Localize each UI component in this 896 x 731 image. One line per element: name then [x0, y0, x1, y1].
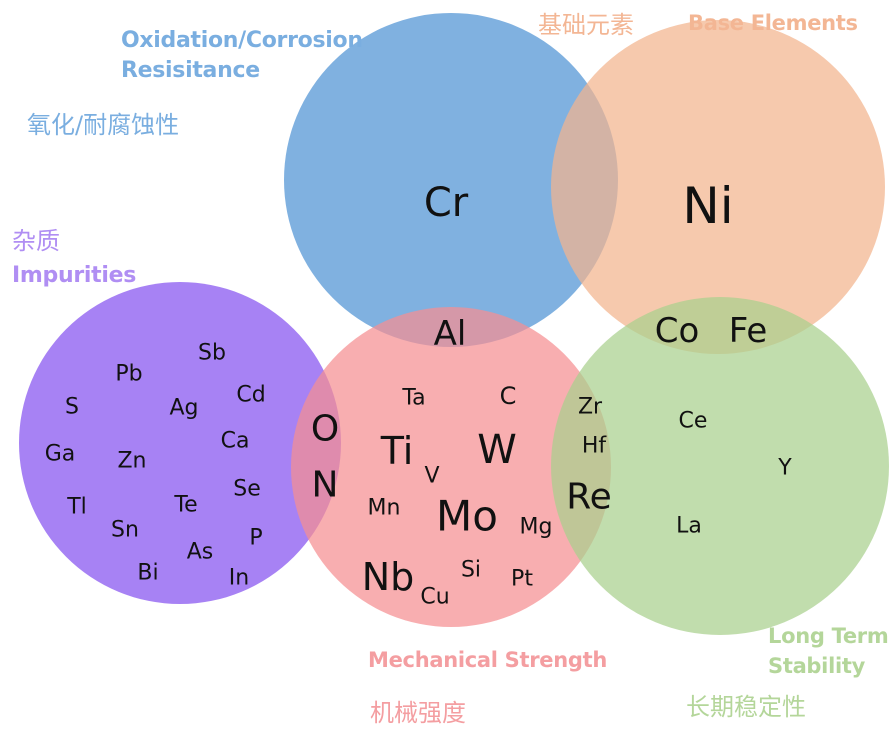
element-y: Y	[777, 456, 792, 481]
base-caption-cn: 基础元素	[538, 11, 634, 39]
element-zr: Zr	[578, 395, 603, 420]
oxidation-resistance-circle	[284, 13, 618, 347]
element-ni: Ni	[682, 177, 733, 235]
element-o: O	[311, 409, 339, 450]
element-hf: Hf	[582, 434, 608, 459]
element-cu: Cu	[420, 585, 449, 610]
element-mo: Mo	[436, 492, 498, 541]
oxidation-caption-cn: 氧化/耐腐蚀性	[27, 111, 180, 139]
element-se: Se	[233, 477, 261, 502]
element-te: Te	[173, 493, 197, 518]
base-elements-circle	[551, 20, 885, 354]
element-pb: Pb	[115, 362, 142, 387]
element-in: In	[229, 566, 249, 591]
element-w: W	[477, 427, 517, 473]
element-si: Si	[461, 558, 481, 583]
element-n: N	[312, 465, 339, 506]
element-fe: Fe	[729, 311, 768, 351]
element-cd: Cd	[236, 383, 265, 408]
stability-caption-en: Long Term Stability	[768, 624, 889, 678]
element-pt: Pt	[511, 567, 533, 592]
element-s: S	[65, 395, 79, 420]
mechanical-strength-circle	[291, 307, 611, 627]
element-bi: Bi	[137, 561, 158, 586]
element-la: La	[676, 514, 702, 539]
long-term-stability-circle	[551, 297, 889, 635]
element-c: C	[500, 382, 517, 410]
impurities-circle	[19, 282, 341, 604]
element-ag: Ag	[169, 396, 198, 421]
mechanical-caption-cn: 机械强度	[370, 699, 466, 727]
element-mg: Mg	[520, 515, 553, 540]
element-al: Al	[434, 314, 467, 354]
element-zn: Zn	[117, 449, 146, 474]
element-sb: Sb	[198, 341, 226, 366]
oxidation-caption-en: Oxidation/Corrosion Resisitance	[121, 28, 363, 83]
element-as: As	[187, 540, 214, 565]
element-sn: Sn	[111, 518, 139, 543]
element-ga: Ga	[45, 442, 76, 467]
element-tl: Tl	[66, 495, 87, 520]
element-mn: Mn	[368, 496, 401, 521]
element-v: V	[424, 464, 439, 489]
element-p: P	[249, 526, 262, 551]
mechanical-caption-en: Mechanical Strength	[368, 648, 608, 672]
element-cr: Cr	[424, 180, 469, 226]
element-ti: Ti	[380, 429, 414, 473]
element-co: Co	[655, 311, 700, 351]
impurities-caption-cn: 杂质	[12, 227, 60, 255]
element-ta: Ta	[401, 386, 425, 411]
element-ce: Ce	[679, 409, 708, 434]
impurities-caption-en: Impurities	[12, 263, 136, 288]
element-re: Re	[566, 477, 612, 518]
element-ca: Ca	[221, 429, 250, 454]
element-nb: Nb	[362, 555, 415, 599]
base-caption-en: Base Elements	[688, 11, 858, 35]
stability-caption-cn: 长期稳定性	[686, 693, 806, 721]
